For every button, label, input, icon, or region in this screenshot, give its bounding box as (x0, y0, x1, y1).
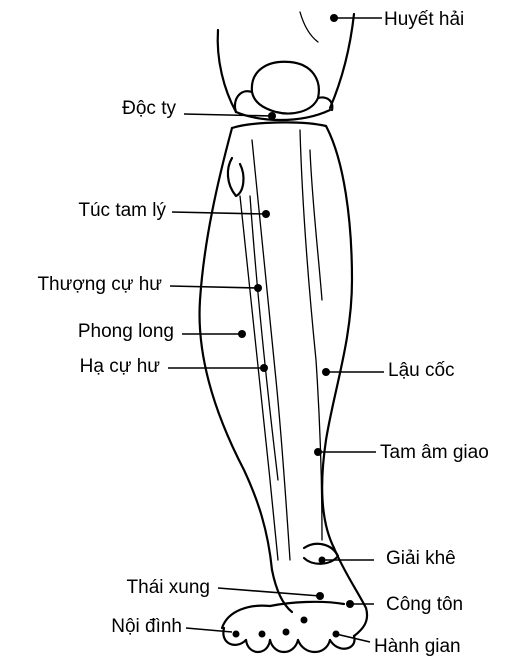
point-giai-khe (319, 557, 326, 564)
label-tam-am-giao: Tam âm giao (380, 442, 489, 463)
point-noi-dinh-4 (301, 617, 308, 624)
label-ha-cu-hu: Hạ cự hư (80, 356, 161, 377)
label-phong-long: Phong long (78, 321, 174, 342)
point-lau-coc (322, 368, 330, 376)
point-cong-ton (346, 600, 354, 608)
point-phong-long (238, 330, 246, 338)
label-doc-ty: Độc ty (122, 98, 176, 119)
point-noi-dinh-2 (259, 631, 266, 638)
acupoint-dots (233, 14, 355, 638)
point-noi-dinh-1 (233, 631, 240, 638)
point-huyet-hai (330, 14, 338, 22)
label-noi-dinh: Nội đình (111, 616, 182, 637)
label-thai-xung: Thái xung (127, 577, 210, 598)
point-tam-am-giao (314, 448, 322, 456)
label-lau-coc: Lậu cốc (388, 360, 455, 381)
point-tuc-tam-ly (262, 210, 270, 218)
label-huyet-hai: Huyết hải (384, 9, 464, 30)
label-hanh-gian: Hành gian (374, 636, 461, 657)
label-cong-ton: Công tôn (386, 594, 463, 615)
point-ha-cu-hu (260, 364, 268, 372)
point-doc-ty (268, 112, 276, 120)
point-thai-xung (316, 592, 324, 600)
label-thuong-cu-hu: Thượng cự hư (37, 274, 162, 295)
leg-illustration (200, 12, 368, 652)
point-thuong-cu-hu (254, 284, 262, 292)
point-hanh-gian (333, 631, 340, 638)
label-giai-khe: Giải khê (386, 548, 456, 569)
point-noi-dinh-3 (283, 629, 290, 636)
label-tuc-tam-ly: Túc tam lý (78, 200, 166, 221)
